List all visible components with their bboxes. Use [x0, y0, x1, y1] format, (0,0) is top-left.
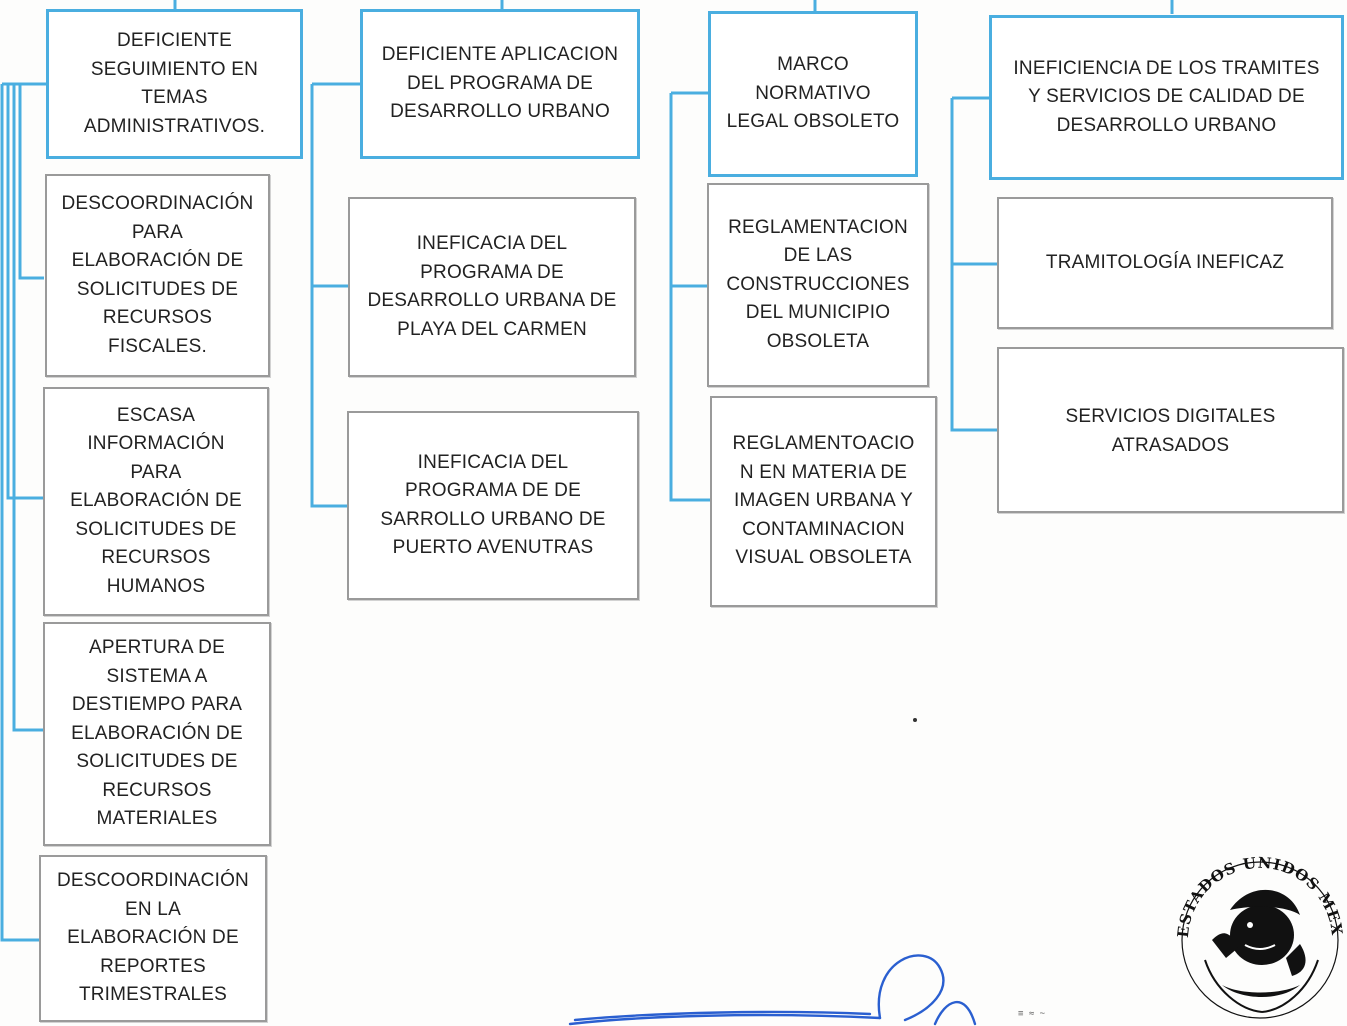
cause-head-2: DEFICIENTE APLICACION DEL PROGRAMA DE DE… — [360, 9, 640, 159]
cause-item-3-2: REGLAMENTOACIO N EN MATERIA DE IMAGEN UR… — [710, 396, 937, 607]
cause-head-2-text: DEFICIENTE APLICACION DEL PROGRAMA DE DE… — [381, 44, 619, 123]
cause-head-3: MARCO NORMATIVO LEGAL OBSOLETO — [708, 11, 918, 177]
svg-text:≡ ≈ ~: ≡ ≈ ~ — [1018, 1009, 1046, 1019]
svg-text:ESTADOS UNIDOS MEXICANOS: ESTADOS UNIDOS MEXICANOS — [0, 0, 1345, 939]
cause-item-3-1-text: REGLAMENTACION DE LAS CONSTRUCCIONES DEL… — [726, 216, 910, 352]
cause-head-4: INEFICIENCIA DE LOS TRAMITES Y SERVICIOS… — [989, 15, 1344, 180]
cause-item-1-4-text: DESCOORDINACIÓN EN LA ELABORACIÓN DE REP… — [57, 870, 249, 1006]
cause-item-1-2: ESCASA INFORMACIÓN PARA ELABORACIÓN DE S… — [43, 387, 269, 616]
cause-item-3-1: REGLAMENTACION DE LAS CONSTRUCCIONES DEL… — [707, 183, 929, 387]
cause-head-1-text: DEFICIENTE SEGUIMIENTO EN TEMAS ADMINIST… — [83, 30, 266, 137]
seal-text: ESTADOS UNIDOS MEXICANOS — [0, 0, 1345, 939]
cause-item-2-1-text: INEFICACIA DEL PROGRAMA DE DESARROLLO UR… — [367, 233, 617, 340]
cause-item-1-2-text: ESCASA INFORMACIÓN PARA ELABORACIÓN DE S… — [70, 404, 242, 597]
cause-head-3-text: MARCO NORMATIVO LEGAL OBSOLETO — [726, 54, 900, 133]
cause-item-2-2-text: INEFICACIA DEL PROGRAMA DE DE SARROLLO U… — [380, 451, 606, 559]
cause-head-4-text: INEFICIENCIA DE LOS TRAMITES Y SERVICIOS… — [1013, 57, 1320, 136]
cause-item-1-3: APERTURA DE SISTEMA A DESTIEMPO PARA ELA… — [43, 622, 271, 846]
cause-item-3-2-text: REGLAMENTOACIO N EN MATERIA DE IMAGEN UR… — [732, 433, 915, 569]
cause-item-4-1: TRAMITOLOGÍA INEFICAZ — [997, 197, 1333, 329]
cause-item-1-3-text: APERTURA DE SISTEMA A DESTIEMPO PARA ELA… — [71, 637, 243, 830]
cause-item-1-4: DESCOORDINACIÓN EN LA ELABORACIÓN DE REP… — [39, 855, 267, 1022]
cause-item-4-2-text: SERVICIOS DIGITALES ATRASADOS — [1065, 406, 1276, 456]
cause-item-4-1-text: TRAMITOLOGÍA INEFICAZ — [1045, 251, 1285, 273]
cause-head-1: DEFICIENTE SEGUIMIENTO EN TEMAS ADMINIST… — [46, 9, 303, 159]
cause-item-2-1: INEFICACIA DEL PROGRAMA DE DESARROLLO UR… — [348, 197, 636, 377]
cause-item-2-2: INEFICACIA DEL PROGRAMA DE DE SARROLLO U… — [347, 411, 639, 600]
cause-item-1-1-text: DESCOORDINACIÓN PARA ELABORACIÓN DE SOLI… — [61, 193, 254, 357]
cause-item-4-2: SERVICIOS DIGITALES ATRASADOS — [997, 347, 1344, 513]
cause-item-1-1: DESCOORDINACIÓN PARA ELABORACIÓN DE SOLI… — [45, 174, 270, 377]
